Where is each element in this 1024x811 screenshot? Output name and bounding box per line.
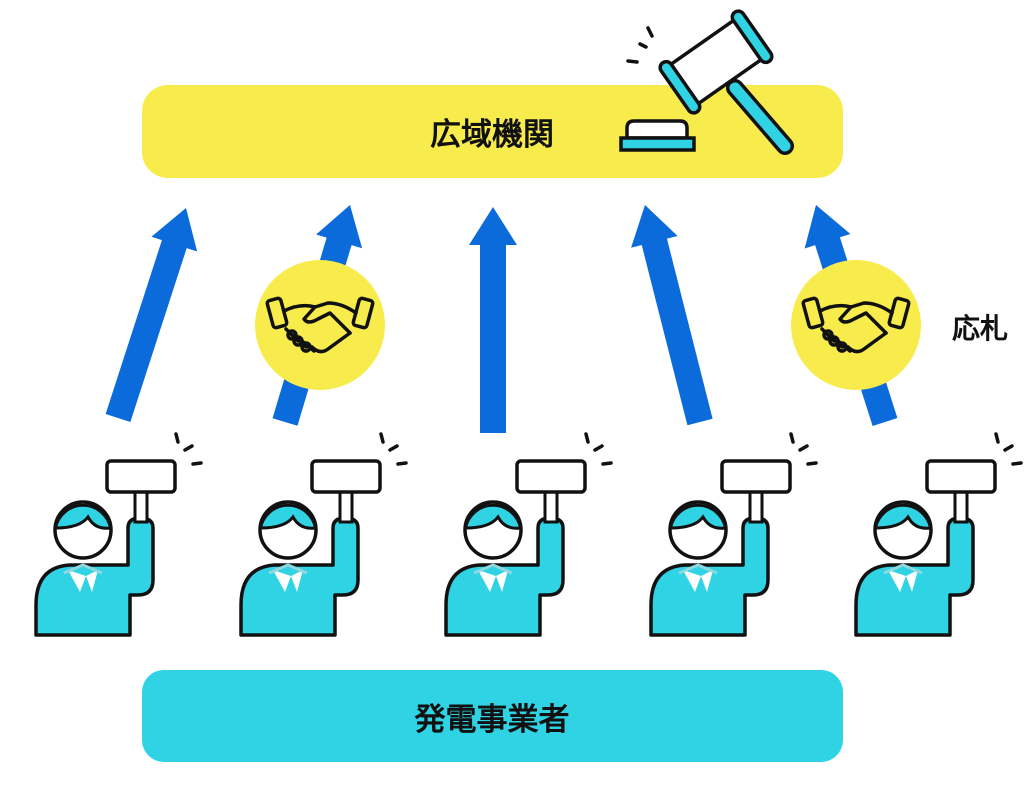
bid-arrow — [631, 205, 713, 426]
handshake-badge — [255, 260, 385, 390]
gavel-icon — [619, 9, 794, 155]
person-holding-sign-icon — [649, 432, 818, 637]
bottom-box — [142, 670, 843, 762]
person-holding-sign-icon — [239, 432, 408, 637]
person-holding-sign-icon — [854, 432, 1023, 637]
person-holding-sign-icon — [34, 432, 203, 637]
bid-arrow — [469, 207, 517, 433]
bid-arrows — [105, 205, 898, 433]
top-box-label: 広域機関 — [430, 117, 554, 153]
top-box — [142, 85, 843, 178]
bidders — [34, 432, 1023, 637]
bid-label: 応札 — [952, 312, 1008, 345]
bid-arrow — [105, 208, 198, 423]
person-holding-sign-icon — [444, 432, 613, 637]
bottom-box-label: 発電事業者 — [414, 702, 570, 738]
handshake-badge — [791, 260, 921, 390]
